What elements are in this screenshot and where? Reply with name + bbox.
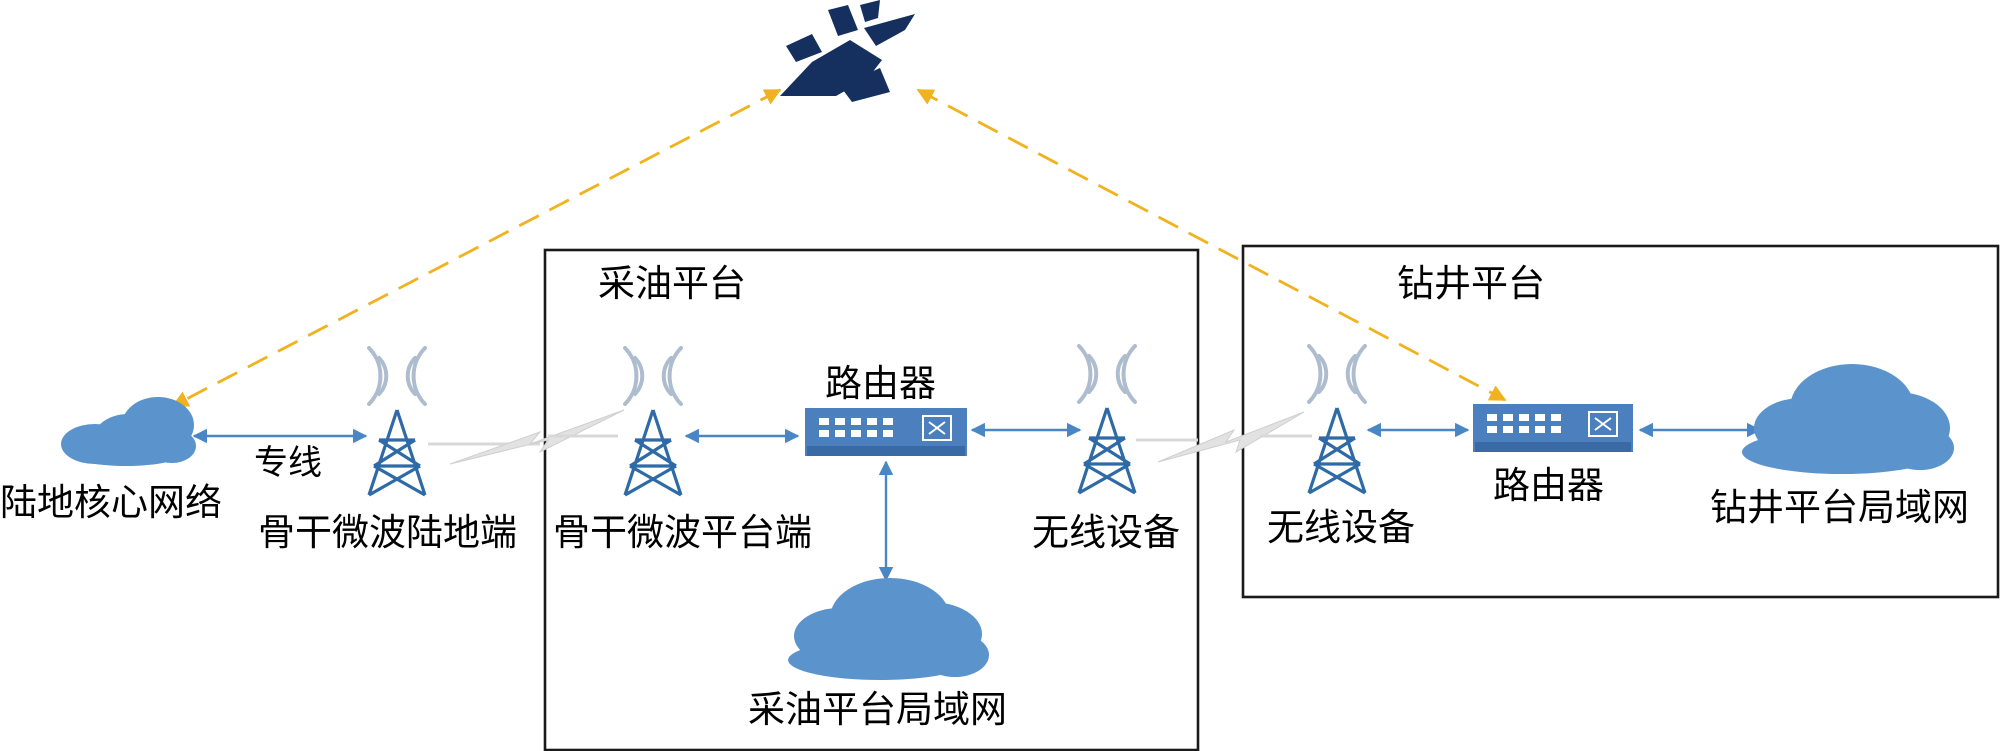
cloud-icon: [61, 397, 196, 466]
antenna-tower-icon: [1307, 344, 1367, 495]
satellite-link-drilling: [916, 88, 1507, 402]
land-core-network-label: 陆地核心网络: [0, 481, 222, 524]
production-platform-title: 采油平台: [598, 262, 746, 305]
lan-drilling-label: 钻井平台局域网: [1710, 486, 1969, 529]
cloud-icon: [788, 578, 989, 680]
satellite-icon: [780, 0, 915, 102]
antenna-tower-icon: [367, 346, 427, 497]
satellite-link-land: [171, 88, 782, 408]
wireless-link-bolt-icon: [1157, 411, 1305, 463]
drilling-platform-box: [1241, 244, 2000, 599]
wireless-drilling-label: 无线设备: [1267, 506, 1415, 549]
lan-production-label: 采油平台局域网: [748, 688, 1007, 731]
antenna-tower-icon: [1077, 344, 1137, 495]
router-production-label: 路由器: [825, 362, 936, 405]
drilling-platform-title: 钻井平台: [1397, 262, 1545, 305]
cloud-icon: [1742, 364, 1954, 474]
production-platform-box: [543, 248, 1200, 751]
router-drilling-label: 路由器: [1493, 464, 1604, 507]
wireless-production-label: 无线设备: [1032, 511, 1180, 554]
router-icon: [805, 408, 967, 456]
wireless-link-bolt-icon: [449, 409, 625, 465]
dedicated-line-label: 专线: [254, 443, 322, 483]
router-icon: [1473, 404, 1633, 452]
mw-platform-label: 骨干微波平台端: [553, 511, 812, 554]
mw-land-label: 骨干微波陆地端: [258, 511, 517, 554]
antenna-tower-icon: [623, 346, 683, 497]
